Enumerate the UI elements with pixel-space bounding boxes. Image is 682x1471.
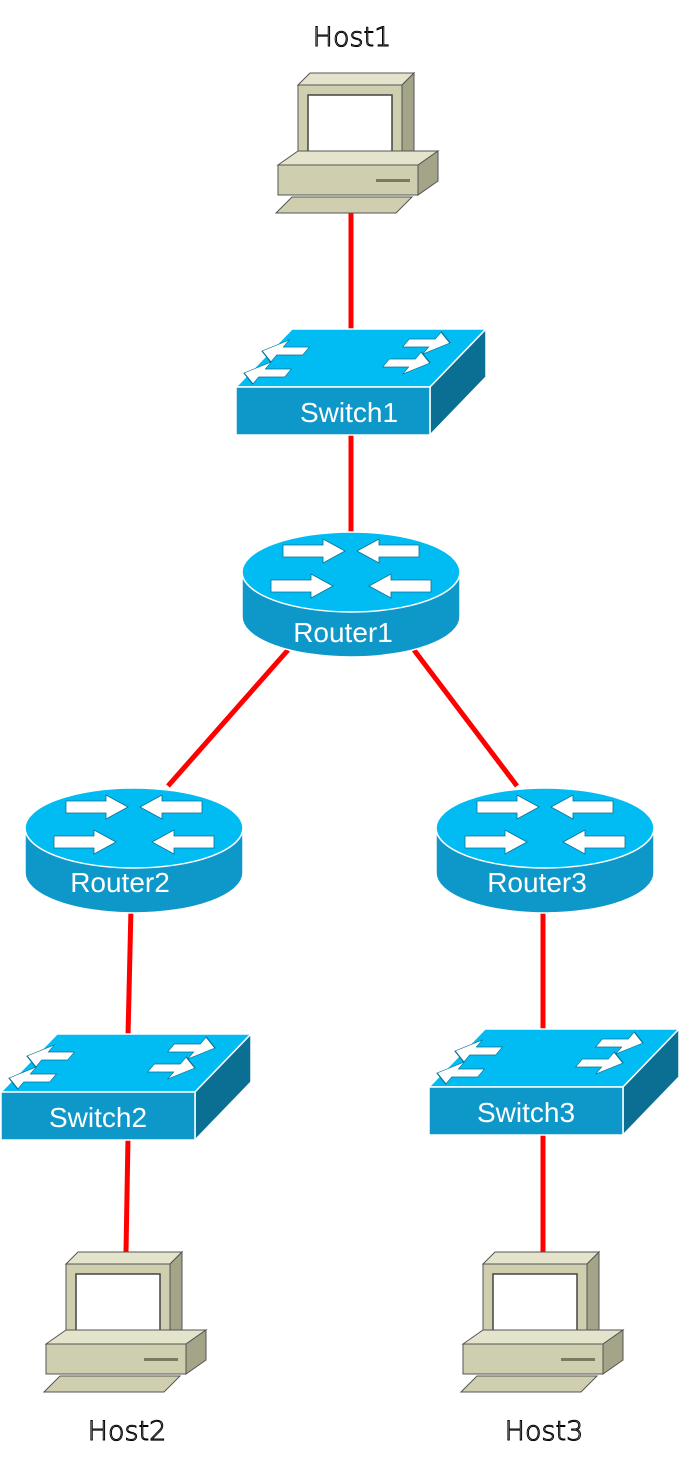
router-icon [241, 531, 461, 658]
switch1-label: Switch1 [300, 397, 398, 428]
router1-label: Router1 [293, 617, 393, 648]
link-router1-router2 [166, 648, 290, 788]
host2-node: Host2 [42, 1250, 208, 1448]
switch2-node: Switch2 [0, 1032, 253, 1142]
switch3-node: Switch3 [427, 1027, 681, 1137]
switch3-label: Switch3 [477, 1097, 575, 1128]
host2-label: Host2 [88, 1416, 167, 1447]
host3-label: Host3 [505, 1416, 584, 1447]
switch-icon [234, 327, 488, 437]
router3-node: Router3 [435, 787, 655, 914]
computer-icon [42, 1250, 208, 1393]
router-icon [24, 787, 244, 914]
links [123, 212, 546, 1253]
switch1-node: Switch1 [234, 327, 488, 437]
router2-label: Router2 [70, 867, 170, 898]
router3-label: Router3 [487, 867, 587, 898]
switch2-label: Switch2 [49, 1102, 147, 1133]
computer-icon [274, 71, 440, 214]
host1-label: Host1 [313, 22, 392, 53]
host1-node: Host1 [274, 22, 440, 214]
link-router1-router3 [412, 648, 519, 788]
link-switch2-host2 [123, 1137, 131, 1253]
host3-node: Host3 [459, 1250, 625, 1448]
router-icon [435, 787, 655, 914]
switch-icon [427, 1027, 681, 1137]
router1-node: Router1 [241, 531, 461, 658]
link-router2-switch2 [125, 907, 134, 1037]
computer-icon [459, 1250, 625, 1393]
router2-node: Router2 [24, 787, 244, 914]
switch-icon [0, 1032, 253, 1142]
